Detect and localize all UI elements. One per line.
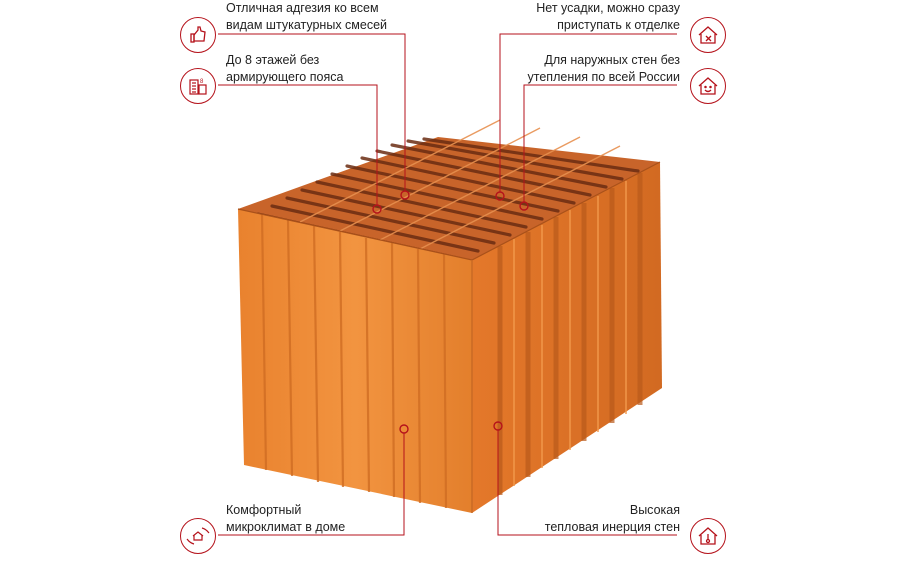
- feature-microclimate-label: Комфортный микроклимат в доме: [226, 503, 346, 534]
- brick-front-face: [238, 209, 472, 513]
- brick-side-grooves: [497, 173, 643, 495]
- feature-outer-walls-label: Для наружных стен без утепления по всей …: [527, 53, 680, 84]
- thumbs-up-icon: [180, 17, 216, 53]
- hands-house-icon: [180, 518, 216, 554]
- feature-no-shrink-label: Нет усадки, можно сразу приступать к отд…: [536, 1, 680, 32]
- feature-floors-label: До 8 этажей без армирующего пояса: [226, 53, 344, 84]
- callout-lines: [218, 33, 677, 536]
- house-smile-icon: [690, 68, 726, 104]
- callout-markers: [372, 190, 529, 434]
- brick-front-grooves: [260, 213, 448, 509]
- feature-inertia-label: Высокая тепловая инерция стен: [544, 503, 680, 534]
- feature-adhesion-label: Отличная адгезия ко всем видам штукатурн…: [226, 1, 388, 32]
- svg-text:8: 8: [200, 79, 204, 85]
- house-tools-icon: [690, 17, 726, 53]
- house-thermometer-icon: [690, 518, 726, 554]
- building-8-floors-icon: 8: [180, 68, 216, 104]
- brick-web-lines: [299, 119, 621, 250]
- brick-side-highlights: [513, 181, 627, 486]
